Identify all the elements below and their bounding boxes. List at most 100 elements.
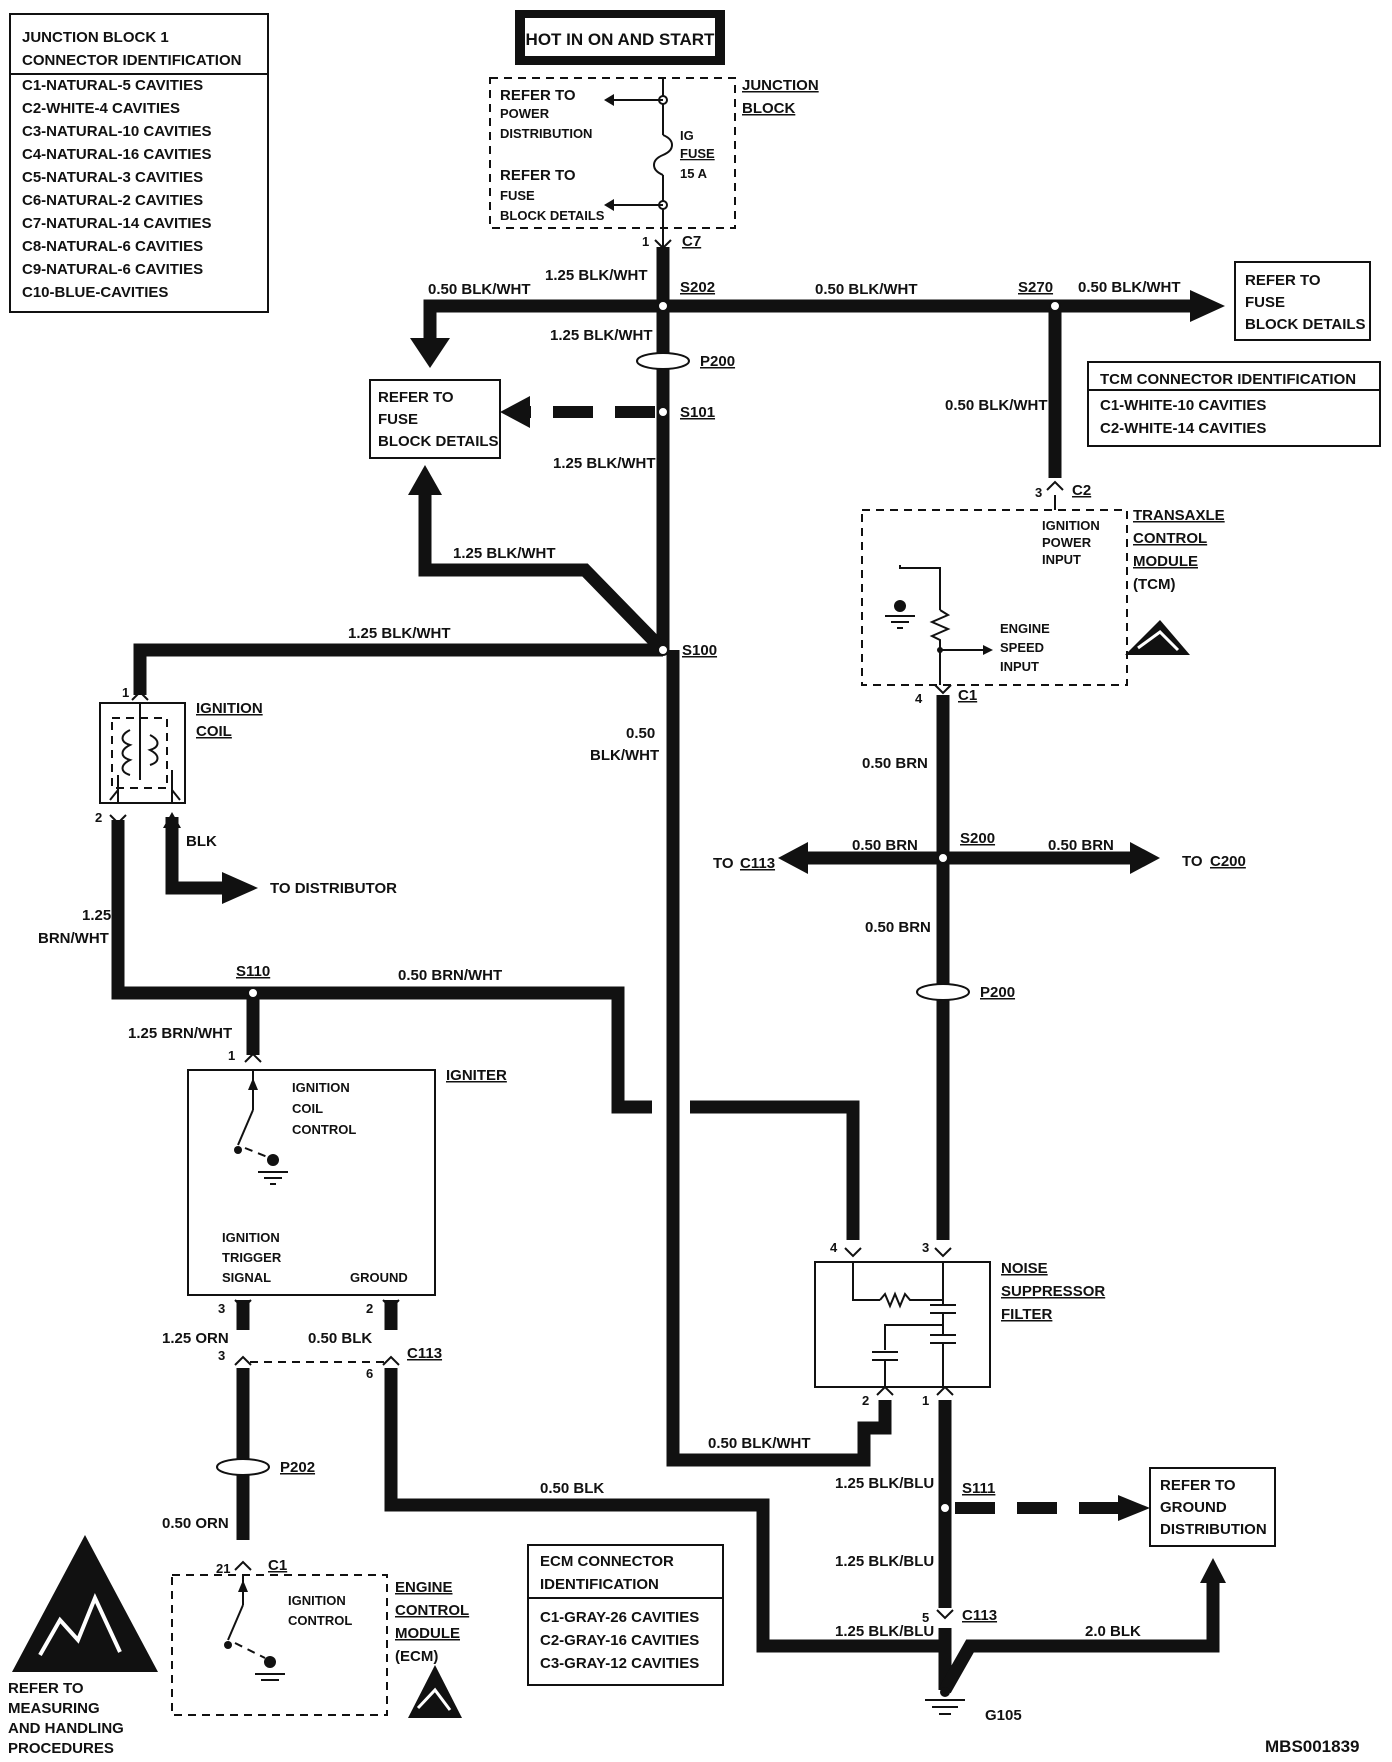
jb-connector: C7 [682, 233, 701, 250]
junction-block-internals [604, 78, 673, 247]
tcm-ign-input-2: POWER [1042, 535, 1092, 550]
tcm-name-4: (TCM) [1133, 576, 1175, 593]
refer-fuse-left-3: BLOCK DETAILS [378, 433, 499, 450]
igniter-name: IGNITER [446, 1067, 507, 1084]
wires [111, 247, 1220, 1694]
jb-refer-fuse-2: FUSE [500, 188, 535, 203]
wire-g105-right [939, 1580, 1220, 1694]
wire-label: 0.50 ORN [162, 1515, 229, 1532]
ignition-coil-box [99, 702, 186, 804]
tcm-ign-input-1: IGNITION [1042, 518, 1100, 533]
igniter-trigger-2: TRIGGER [222, 1250, 282, 1265]
inline-p200-top [636, 352, 690, 370]
splice-s202 [657, 300, 669, 312]
wire-label: 0.50 BRN [852, 837, 918, 854]
splices [216, 300, 1061, 1514]
label-p200-right: P200 [980, 984, 1015, 1001]
jb-refer-fuse-3: BLOCK DETAILS [500, 208, 605, 223]
refer-ground-box [1149, 1467, 1276, 1547]
wire-label: 1.25 [82, 907, 111, 924]
refer-fuse-right-1: REFER TO [1245, 272, 1321, 289]
c113a-caret [234, 1355, 252, 1366]
connector-carets [109, 239, 1064, 1620]
ecm-table [527, 1544, 724, 1686]
ecm-connector: C1 [268, 1557, 287, 1574]
jb-table-row: C5-NATURAL-3 CAVITIES [22, 169, 203, 186]
wire-label: 0.50 BLK/WHT [428, 281, 531, 298]
ecm-name-3: MODULE [395, 1625, 460, 1642]
wire-coil-s110 [111, 820, 253, 1000]
splice-s111 [939, 1502, 951, 1514]
jb-refer-power-2: POWER [500, 106, 550, 121]
splice-s200 [937, 852, 949, 864]
refer-ground-3: DISTRIBUTION [1160, 1521, 1267, 1538]
c113-left-pin-a: 3 [218, 1348, 225, 1363]
c7-caret [654, 239, 672, 250]
header-text: HOT IN ON AND START [526, 30, 715, 49]
arrow-to-c113 [778, 842, 808, 874]
nf1-caret [936, 1385, 954, 1396]
ign3-caret [234, 1299, 252, 1310]
ecm-ign-control-1: IGNITION [288, 1593, 346, 1608]
nf-pin4: 4 [830, 1240, 838, 1255]
tcm-table-row: C2-WHITE-14 CAVITIES [1100, 420, 1266, 437]
c2-caret [1046, 480, 1064, 491]
wire-s100-up [418, 490, 668, 655]
wire-label: 0.50 BLK [308, 1330, 372, 1347]
wire-label: BRN/WHT [38, 930, 109, 947]
header-box-inner [525, 18, 715, 56]
coil-pin-bottom: 2 [95, 810, 102, 825]
arrows [163, 290, 1226, 1583]
inline-p202 [216, 1458, 270, 1476]
ecm-table-row: C2-GRAY-16 CAVITIES [540, 1632, 699, 1649]
jb-name-1: JUNCTION [742, 77, 819, 94]
refer-fuse-right-2: FUSE [1245, 294, 1285, 311]
nf-name-2: SUPPRESSOR [1001, 1283, 1105, 1300]
coil-pin-top: 1 [122, 685, 129, 700]
wire-label: 0.50 BRN [1048, 837, 1114, 854]
jb-table-row: C10-BLUE-CAVITIES [22, 284, 168, 301]
ignition-coil-internals [109, 703, 181, 803]
wire-s202-left [423, 299, 663, 340]
label-g105: G105 [985, 1707, 1022, 1724]
ecm-name-1: ENGINE [395, 1579, 453, 1596]
jb-table-row: C2-WHITE-4 CAVITIES [22, 100, 180, 117]
igniter-trigger-1: IGNITION [222, 1230, 280, 1245]
jb-table-row: C9-NATURAL-6 CAVITIES [22, 261, 203, 278]
ecm-table-row: C1-GRAY-26 CAVITIES [540, 1609, 699, 1626]
junction-block-box [489, 77, 736, 229]
label-p200-top: P200 [700, 353, 735, 370]
jb-table-title-1: JUNCTION BLOCK 1 [22, 29, 169, 46]
ecm-table-row: C3-GRAY-12 CAVITIES [540, 1655, 699, 1672]
ign2-caret [382, 1299, 400, 1310]
nf4-caret [844, 1247, 862, 1258]
c113-right-pin: 5 [922, 1610, 929, 1625]
nf-pin2: 2 [862, 1393, 869, 1408]
jb-table-row: C3-NATURAL-10 CAVITIES [22, 123, 211, 140]
wire-label: 1.25 ORN [162, 1330, 229, 1347]
to-c113-2: C113 [740, 855, 775, 872]
wire-label: 1.25 BLK/WHT [545, 267, 648, 284]
refer-fuse-left-box [369, 379, 501, 459]
c113r-caret [936, 1609, 954, 1620]
tcm-table-title: TCM CONNECTOR IDENTIFICATION [1100, 371, 1356, 388]
tcm-table-row: C1-WHITE-10 CAVITIES [1100, 397, 1266, 414]
wire-label: 0.50 BRN [865, 919, 931, 936]
igniter-internals [234, 1070, 288, 1185]
splice-s110 [247, 987, 259, 999]
refer-fuse-right-3: BLOCK DETAILS [1245, 316, 1366, 333]
tcm-speed-input-3: INPUT [1000, 659, 1039, 674]
tcm-conn-top: C2 [1072, 482, 1091, 499]
arrow-s100-fuse [408, 465, 442, 495]
wire-label: 1.25 BRN/WHT [128, 1025, 232, 1042]
label-s270: S270 [1018, 279, 1053, 296]
jb-refer-power-3: DISTRIBUTION [500, 126, 592, 141]
wire-label: 1.25 BLK/BLU [835, 1475, 934, 1492]
nf3-caret [934, 1247, 952, 1258]
tcm-table [1087, 361, 1381, 447]
label-p202: P202 [280, 1459, 315, 1476]
coil2-caret [109, 814, 127, 825]
to-c200-1: TO [1182, 853, 1203, 870]
tcm-internals [885, 495, 1056, 685]
